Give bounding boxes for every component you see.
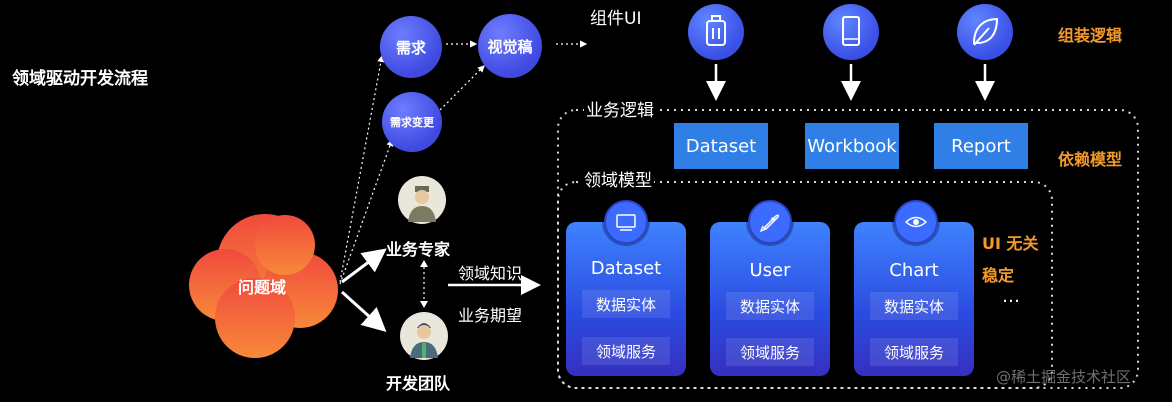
dev-team-avatar [400, 312, 448, 360]
business-box-report-label: Report [951, 135, 1011, 157]
monitor-icon [616, 214, 636, 231]
domain-model-layer-label: 领域模型 [582, 166, 654, 191]
leaf-icon [972, 17, 999, 46]
more-ellipsis: … [1002, 286, 1020, 307]
domain-card-title: Chart [889, 260, 939, 281]
domain-card-title: User [749, 260, 791, 281]
business-expert-label: 业务专家 [386, 240, 451, 259]
dependency-model-label: 依赖模型 [1058, 150, 1123, 169]
domain-card-service: 领域服务 [726, 338, 814, 366]
diagram-title: 领域驱动开发流程 [12, 69, 148, 89]
domain-card-entity: 数据实体 [582, 290, 670, 318]
eye-node [894, 200, 938, 244]
visual-draft-label: 视觉稿 [487, 37, 533, 56]
phone-icon [842, 16, 860, 46]
domain-card-user: User 数据实体 领域服务 [710, 222, 830, 376]
problem-domain-cloud [189, 214, 338, 358]
developer-person-icon [410, 323, 438, 358]
problem-domain-label: 问题域 [238, 278, 287, 297]
demand-change-label: 需求变更 [390, 116, 434, 129]
business-box-workbook: Workbook [805, 123, 899, 169]
arrow-change-visual [439, 65, 485, 111]
phone-node [823, 4, 879, 60]
demand-change-node: 需求变更 [382, 92, 442, 152]
expert-person-icon [408, 186, 436, 222]
assembly-logic-label: 组装逻辑 [1058, 26, 1123, 45]
business-box-dataset: Dataset [674, 123, 768, 169]
eye-icon [904, 216, 928, 228]
business-box-workbook-label: Workbook [807, 135, 897, 157]
domain-card-dataset: Dataset 数据实体 领域服务 [566, 222, 686, 376]
visual-draft-node: 视觉稿 [478, 14, 542, 78]
business-box-dataset-label: Dataset [685, 135, 757, 157]
domain-card-entity: 数据实体 [726, 292, 814, 320]
ui-independent-label: UI 无关 [982, 234, 1039, 253]
arrow-cloud-demand-change [339, 138, 394, 285]
business-logic-frame [557, 109, 1139, 389]
arrow-cloud-expert [341, 248, 387, 284]
suitcase-icon [706, 15, 726, 46]
stable-label: 稳定 [982, 266, 1015, 285]
domain-card-chart: Chart 数据实体 领域服务 [854, 222, 974, 376]
domain-card-service: 领域服务 [870, 338, 958, 366]
component-ui-label: 组件UI [590, 9, 642, 29]
leaf-node [957, 4, 1013, 60]
business-expectation-label: 业务期望 [458, 306, 523, 325]
arrow-cloud-team [340, 290, 387, 333]
domain-card-service: 领域服务 [582, 337, 670, 365]
demand-node: 需求 [380, 16, 442, 78]
rocket-icon [759, 214, 779, 233]
domain-card-entity: 数据实体 [870, 292, 958, 320]
demand-label: 需求 [395, 38, 426, 57]
business-box-report: Report [934, 123, 1028, 169]
domain-card-title: Dataset [590, 258, 662, 279]
dev-team-label: 开发团队 [386, 374, 451, 393]
business-logic-layer-label: 业务逻辑 [584, 96, 656, 121]
domain-knowledge-label: 领域知识 [458, 264, 523, 283]
monitor-node [604, 200, 648, 244]
watermark: @稀土掘金技术社区 [996, 368, 1132, 386]
arrow-cloud-demand [339, 54, 385, 283]
suitcase-node [688, 4, 744, 60]
business-expert-avatar [398, 176, 446, 224]
rocket-node [748, 200, 792, 244]
